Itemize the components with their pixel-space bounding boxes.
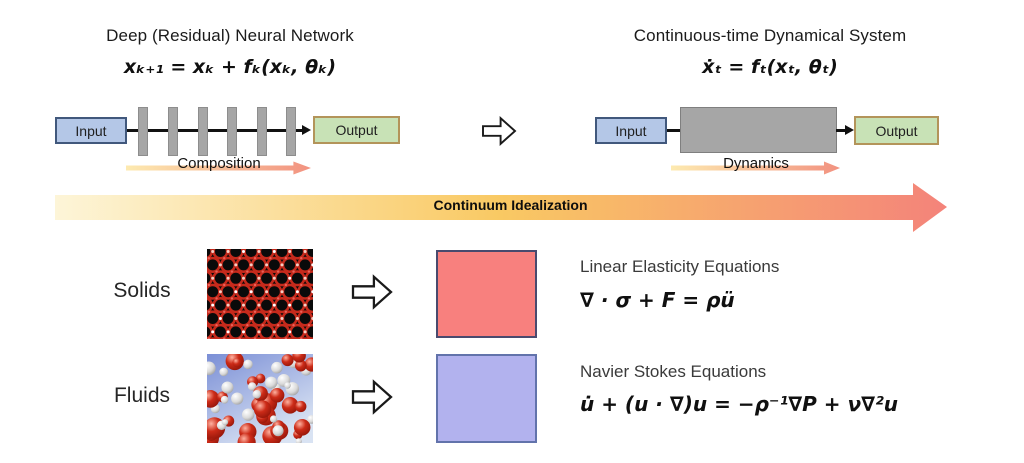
solids-equation-heading: Linear Elasticity Equations: [580, 257, 780, 276]
nn-panel-title: Deep (Residual) Neural Network: [106, 26, 354, 45]
nn-layer-bar: [257, 107, 267, 156]
ode-equation: ẋₜ = fₜ(xₜ, θₜ): [702, 56, 838, 78]
nn-layer-bar: [286, 107, 296, 156]
nn-output-box: Output: [313, 116, 400, 144]
nn-input-label: Input: [75, 122, 107, 139]
water-molecules-image: [207, 354, 313, 443]
atomic-lattice-image: [207, 249, 313, 339]
ode-input-label: Input: [615, 122, 647, 139]
solids-maps-to-block-arrow-icon: [351, 274, 393, 310]
continuum-idealization-arrow: [55, 183, 947, 232]
nn-layer-bar: [198, 107, 208, 156]
fluids-equation: u̇ + (u · ∇)u = −ρ⁻¹∇P + ν∇²u: [580, 392, 899, 416]
nn-equation: xₖ₊₁ = xₖ + fₖ(xₖ, θₖ): [123, 56, 337, 78]
solids-equation: ∇ · σ + F = ρü: [580, 288, 735, 312]
nn-flow-line: [126, 129, 303, 132]
fluids-maps-to-block-arrow-icon: [351, 379, 393, 415]
nn-layer-bar: [138, 107, 148, 156]
composition-gradient-arrow-icon: [126, 161, 311, 175]
ode-output-label: Output: [875, 122, 918, 139]
dynamics-gradient-arrow-icon: [671, 161, 841, 175]
ode-flow-arrowhead-icon: [845, 125, 854, 135]
solids-label: Solids: [113, 279, 171, 302]
composition-label: Composition: [177, 155, 261, 172]
nn-flow-arrowhead-icon: [302, 125, 311, 135]
nn-output-label: Output: [335, 122, 378, 138]
fluids-equation-heading: Navier Stokes Equations: [580, 362, 767, 381]
nn-layer-bar: [168, 107, 178, 156]
solids-continuum-swatch: [436, 250, 537, 338]
ode-output-box: Output: [854, 116, 939, 145]
ode-flow-line: [836, 129, 846, 132]
nn-input-box: Input: [55, 117, 127, 144]
fluids-continuum-swatch: [436, 354, 537, 443]
dynamics-label: Dynamics: [723, 155, 789, 172]
maps-to-block-arrow-icon: [482, 116, 517, 146]
continuum-idealization-label: Continuum Idealization: [433, 197, 588, 213]
nn-layer-bar: [227, 107, 237, 156]
ode-panel-title: Continuous-time Dynamical System: [633, 26, 907, 45]
ode-input-box: Input: [595, 117, 667, 144]
ode-dynamics-box: [680, 107, 837, 153]
fluids-label: Fluids: [113, 384, 171, 407]
ode-connector-line: [664, 129, 681, 132]
